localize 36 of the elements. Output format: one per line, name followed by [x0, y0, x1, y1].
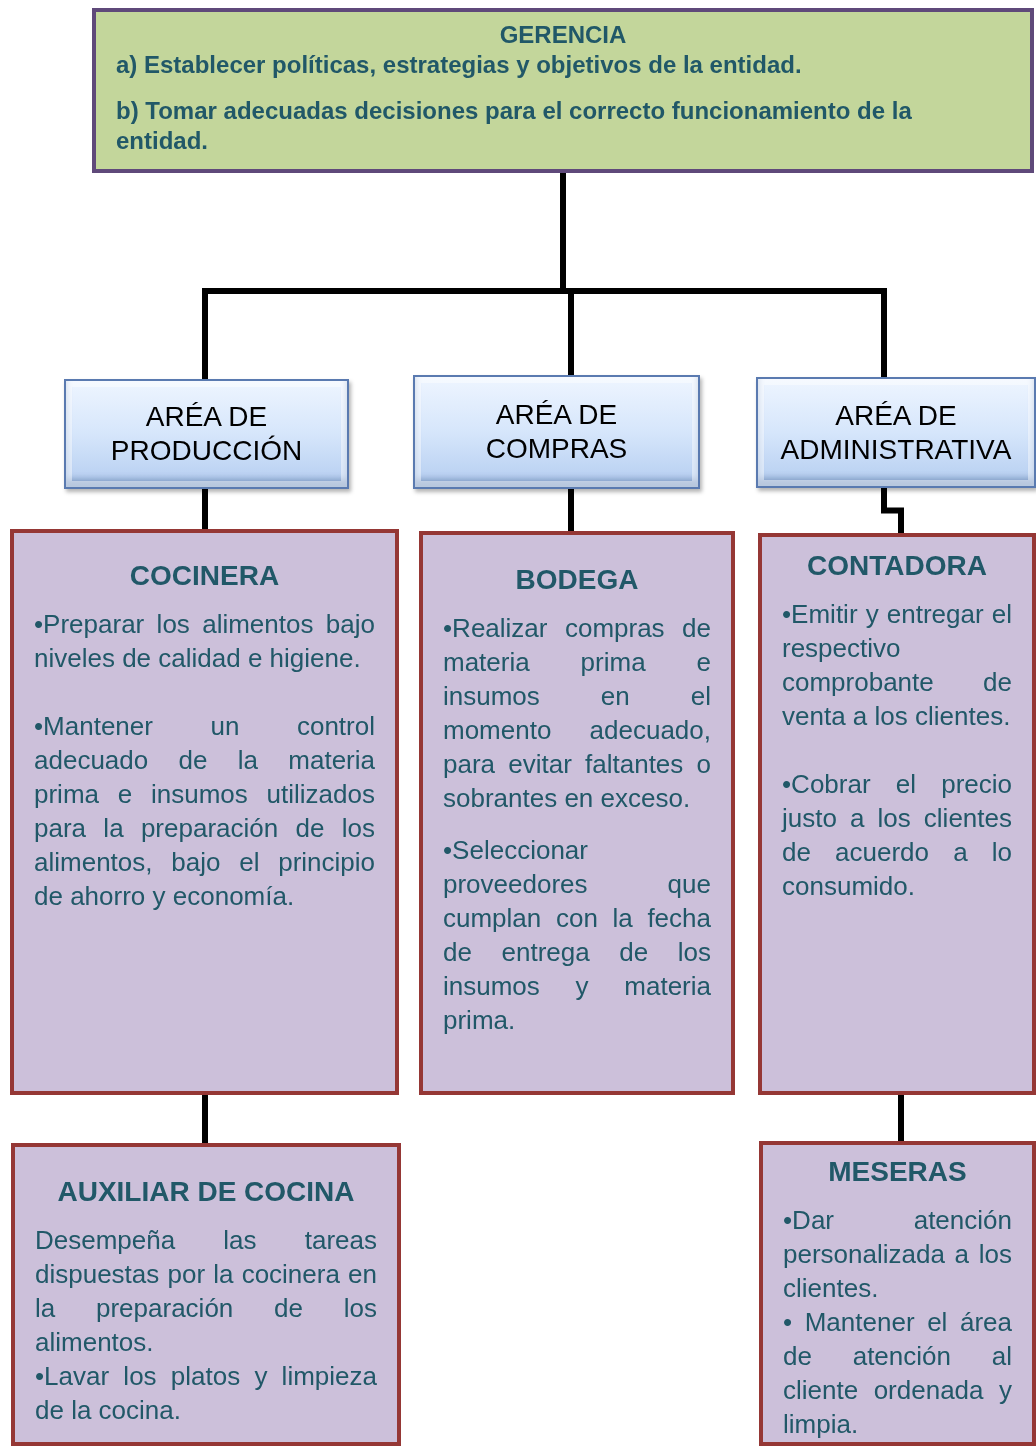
role-title: AUXILIAR DE COCINA — [56, 1175, 356, 1209]
connector-line — [568, 489, 574, 531]
duty-text: •Cobrar el precio justo a los clientes de acuerdo a lo consumido. — [782, 768, 1012, 903]
connector-line — [560, 173, 887, 377]
area-box — [756, 377, 1036, 488]
duty-text: Desempeña las tareas dispuestas por la cocinera en la preparación de los alimentos. — [35, 1224, 377, 1359]
manager-box — [92, 8, 1034, 173]
role-box — [11, 1143, 401, 1446]
role-title: MESERAS — [827, 1155, 968, 1189]
duty-text: •Emitir y entregar el respectivo comprobante de venta a los clientes. — [782, 598, 1012, 733]
duty-text: •Lavar los platos y limpieza de la cocina. — [35, 1360, 377, 1427]
box-text: b) Tomar adecuadas decisiones para el correcto funcionamiento de la entidad. — [116, 96, 913, 156]
role-title: COCINERA — [128, 559, 281, 593]
area-label: ARÉA DE ADMINISTRATIVA — [779, 398, 1013, 467]
connector-line — [898, 1095, 904, 1141]
role-box — [10, 529, 399, 1095]
duty-text: •Mantener un control adecuado de la materia prima e insumos utilizados para la preparación de los alimentos, bajo el principio de ahorro y economía. — [34, 710, 375, 913]
duty-text: •Realizar compras de materia prima e insumos en el momento adecuado, para evitar faltantes o sobrantes en exceso. — [443, 612, 711, 815]
area-box — [64, 379, 349, 489]
box-heading: GERENCIA — [498, 20, 628, 50]
duty-text: •Preparar los alimentos bajo niveles de calidad e higiene. — [34, 608, 375, 675]
duty-text: •Dar atención personalizada a los clientes. — [783, 1204, 1012, 1305]
connector-line — [202, 1095, 208, 1143]
area-label: ARÉA DE PRODUCCIÓN — [109, 400, 304, 468]
box-text: a) Establecer políticas, estrategias y objetivos de la entidad. — [116, 50, 803, 80]
area-label: ARÉA DE COMPRAS — [484, 398, 629, 466]
role-box — [758, 533, 1036, 1095]
connector-line — [202, 489, 208, 529]
role-box — [419, 531, 735, 1095]
duty-text: • Mantener el área de atención al cliente ordenada y limpia. — [783, 1306, 1012, 1441]
role-box — [759, 1141, 1036, 1446]
role-title: CONTADORA — [806, 549, 988, 583]
connector-line — [881, 488, 904, 533]
area-box — [413, 375, 700, 489]
role-title: BODEGA — [514, 563, 640, 597]
duty-text: •Seleccionar proveedores que cumplan con la fecha de entrega de los insumos y materia prima. — [443, 834, 711, 1037]
